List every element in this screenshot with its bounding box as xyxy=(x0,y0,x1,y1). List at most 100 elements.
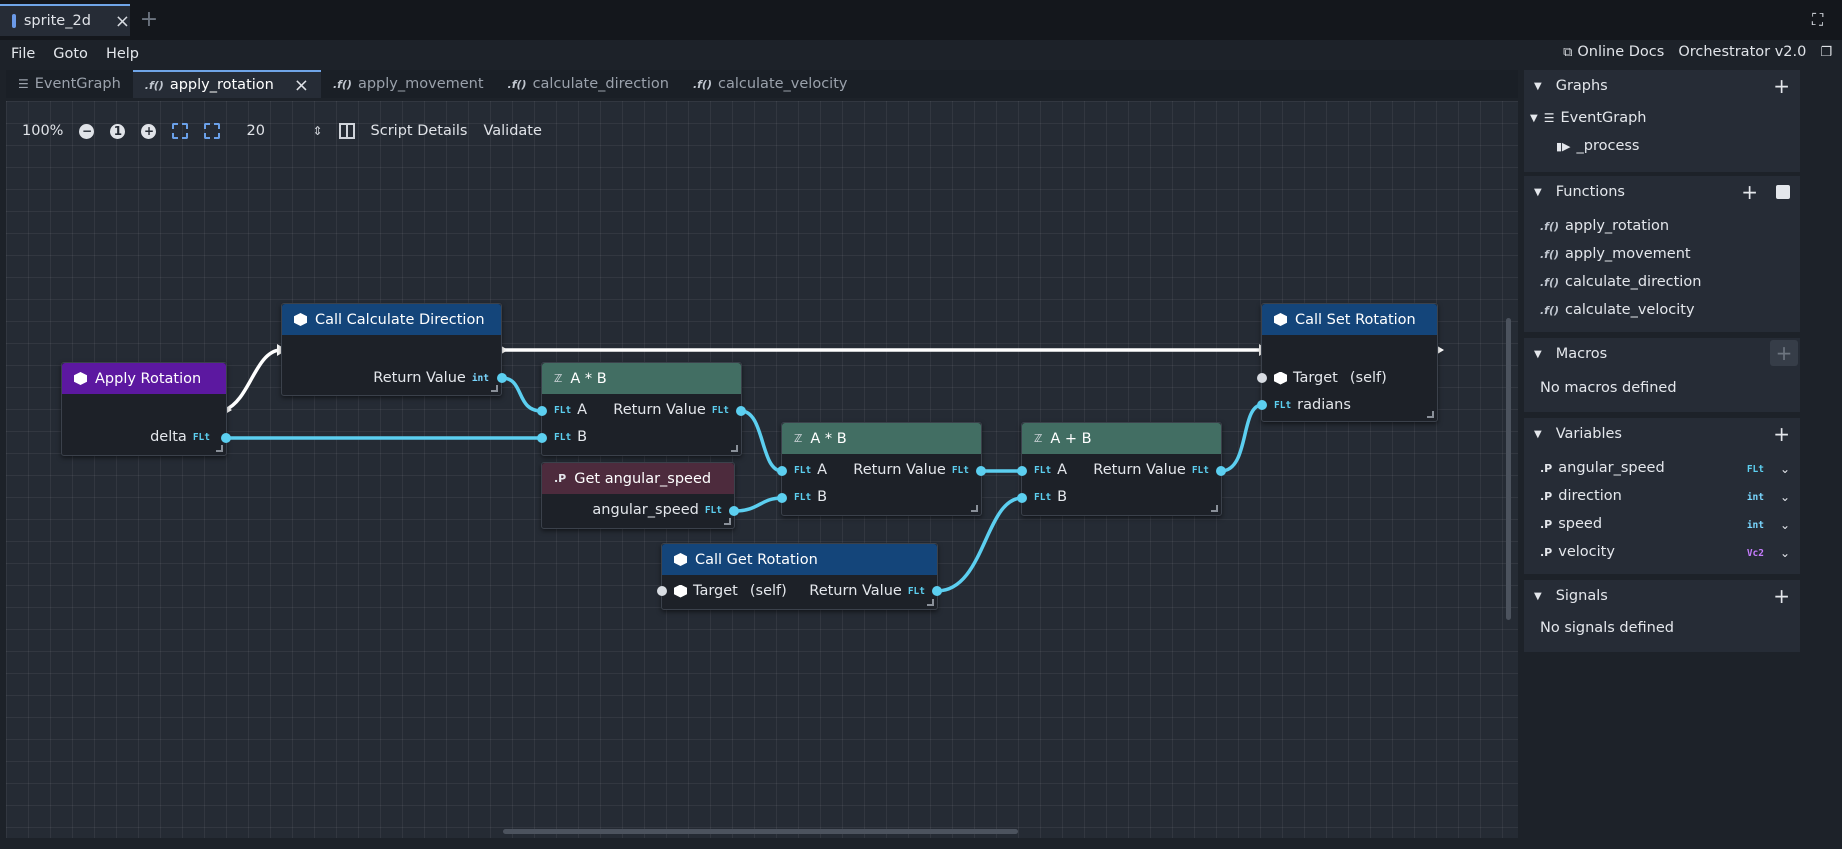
online-docs-button[interactable]: ⧉ Online Docs xyxy=(1563,44,1664,60)
property-icon: .P xyxy=(1540,489,1553,503)
menu-bar: File Goto Help xyxy=(0,40,1842,68)
minimap-icon[interactable] xyxy=(338,123,355,139)
menu-file[interactable]: File xyxy=(11,46,36,62)
float-type-badge: FLt xyxy=(711,404,729,416)
node-call-set-rotation[interactable]: Call Set Rotation Target (self) FLt radi… xyxy=(1261,303,1438,422)
zoom-reset-icon[interactable]: 1 xyxy=(110,123,126,139)
variable-item[interactable]: .P velocity xyxy=(1540,544,1615,560)
tab-apply-rotation[interactable]: .f() apply_rotation × xyxy=(132,70,321,98)
new-tab-button[interactable]: + xyxy=(139,7,159,32)
port-dot xyxy=(976,466,986,476)
port-label: Return Value xyxy=(373,370,466,386)
tab-eventgraph[interactable]: ☰ EventGraph xyxy=(6,70,133,98)
function-icon: .f() xyxy=(692,77,712,91)
resize-handle[interactable] xyxy=(927,599,934,606)
close-icon[interactable]: × xyxy=(114,10,130,32)
tab-calculate-direction[interactable]: .f() calculate_direction xyxy=(496,70,681,98)
spinner-icon[interactable]: ⇕ xyxy=(312,124,323,138)
tab-apply-movement[interactable]: .f() apply_movement xyxy=(321,70,496,98)
tab-calculate-velocity[interactable]: .f() calculate_velocity xyxy=(681,70,860,98)
variables-header[interactable]: ▼ Variables + xyxy=(1524,418,1800,450)
function-icon: .f() xyxy=(332,77,352,91)
vertical-scrollbar[interactable] xyxy=(1506,318,1511,620)
property-icon: .P xyxy=(1540,461,1553,475)
resize-handle[interactable] xyxy=(731,445,738,452)
add-function-icon[interactable]: + xyxy=(1741,180,1758,204)
node-apply-rotation[interactable]: Apply Rotation delta FLt xyxy=(61,362,227,456)
function-item[interactable]: .f() apply_rotation xyxy=(1540,218,1669,234)
port-dot xyxy=(1257,373,1267,383)
port-dot xyxy=(221,433,231,443)
graph-item-eventgraph[interactable]: ▼ ☰ EventGraph xyxy=(1530,110,1647,126)
validate-button[interactable]: Validate xyxy=(483,123,542,139)
chevron-down-icon: ▼ xyxy=(1534,80,1542,92)
node-title: Get angular_speed xyxy=(574,470,712,487)
resize-handle[interactable] xyxy=(1427,411,1434,418)
exec-wire-entry xyxy=(223,348,282,412)
function-icon: .f() xyxy=(1540,219,1560,233)
zoom-in-icon[interactable]: + xyxy=(141,123,157,139)
add-macro-icon[interactable]: + xyxy=(1770,340,1798,366)
port-label: A xyxy=(1057,462,1068,478)
close-icon[interactable]: × xyxy=(293,74,309,96)
resize-handle[interactable] xyxy=(1211,505,1218,512)
node-title: Call Get Rotation xyxy=(695,551,818,568)
graph-canvas[interactable] xyxy=(6,101,1518,838)
function-item[interactable]: .f() apply_movement xyxy=(1540,246,1691,262)
functions-header[interactable]: ▼ Functions + xyxy=(1524,176,1800,208)
snap-grid-icon[interactable] xyxy=(172,123,189,139)
node-multiply-1[interactable]: ℤ A * B FLt A Return Value FLt FLt B xyxy=(541,362,742,456)
node-add[interactable]: ℤ A + B FLt A Return Value FLt FLt B xyxy=(1021,422,1222,516)
chevron-down-icon[interactable]: ⌄ xyxy=(1779,462,1790,476)
float-type-badge: FLt xyxy=(1274,399,1292,411)
fullscreen-icon[interactable]: ⛶ xyxy=(1812,10,1824,29)
resize-handle[interactable] xyxy=(971,505,978,512)
vector2-type-badge: Vc2 xyxy=(1746,548,1764,559)
show-grid-icon[interactable] xyxy=(204,123,221,139)
signals-header[interactable]: ▼ Signals + xyxy=(1524,580,1800,612)
chevron-down-icon: ▼ xyxy=(1534,590,1542,602)
node-get-angular-speed[interactable]: .P Get angular_speed angular_speed FLt xyxy=(541,462,735,529)
zoom-out-icon[interactable]: − xyxy=(79,123,95,139)
node-call-get-rotation[interactable]: Call Get Rotation Target (self) Return V… xyxy=(661,543,938,610)
graph-item-process[interactable]: ▮▶ _process xyxy=(1556,138,1640,154)
resize-handle[interactable] xyxy=(216,445,223,452)
resize-handle[interactable] xyxy=(491,385,498,392)
port-label: B xyxy=(1057,489,1068,505)
node-multiply-2[interactable]: ℤ A * B FLt A Return Value FLt FLt B xyxy=(781,422,982,516)
port-a: FLt A xyxy=(794,462,827,478)
variable-item[interactable]: .P angular_speed xyxy=(1540,460,1665,476)
menu-goto[interactable]: Goto xyxy=(53,46,88,62)
macros-header[interactable]: ▼ Macros + xyxy=(1524,338,1800,370)
function-item[interactable]: .f() calculate_velocity xyxy=(1540,302,1695,318)
port-dot xyxy=(1216,466,1226,476)
chevron-down-icon[interactable]: ⌄ xyxy=(1779,546,1790,560)
add-variable-icon[interactable]: + xyxy=(1773,422,1790,446)
port-return-value: Return Value FLt xyxy=(1093,462,1209,478)
port-dot xyxy=(537,433,547,443)
add-graph-icon[interactable]: + xyxy=(1773,74,1790,98)
chevron-down-icon[interactable]: ⌄ xyxy=(1779,518,1790,532)
zoom-level[interactable]: 100% xyxy=(22,123,64,139)
snap-value-input[interactable]: 20 xyxy=(236,118,296,144)
macros-panel: ▼ Macros + No macros defined xyxy=(1524,338,1800,412)
tab-sprite-2d[interactable]: sprite_2d × xyxy=(0,4,130,36)
port-angular-speed: angular_speed FLt xyxy=(592,502,722,518)
function-item[interactable]: .f() calculate_direction xyxy=(1540,274,1701,290)
graphs-header[interactable]: ▼ Graphs + xyxy=(1524,70,1800,102)
script-details-button[interactable]: Script Details xyxy=(370,123,468,139)
menu-help[interactable]: Help xyxy=(105,46,139,62)
resize-handle[interactable] xyxy=(724,518,731,525)
node-call-calculate-direction[interactable]: Call Calculate Direction Return Value in… xyxy=(281,303,502,396)
horizontal-scrollbar[interactable] xyxy=(503,829,1018,834)
chevron-down-icon: ▼ xyxy=(1534,428,1542,440)
variable-item[interactable]: .P direction xyxy=(1540,488,1622,504)
chevron-down-icon[interactable]: ⌄ xyxy=(1779,490,1790,504)
graph-toolbar: 100% − 1 + 20 ⇕ Script Details Validate xyxy=(22,117,542,145)
layout-icon[interactable]: ❐ xyxy=(1820,44,1832,60)
port-default: (self) xyxy=(1349,370,1387,386)
variable-item[interactable]: .P speed xyxy=(1540,516,1602,532)
override-function-icon[interactable] xyxy=(1776,185,1790,199)
add-signal-icon[interactable]: + xyxy=(1773,584,1790,608)
